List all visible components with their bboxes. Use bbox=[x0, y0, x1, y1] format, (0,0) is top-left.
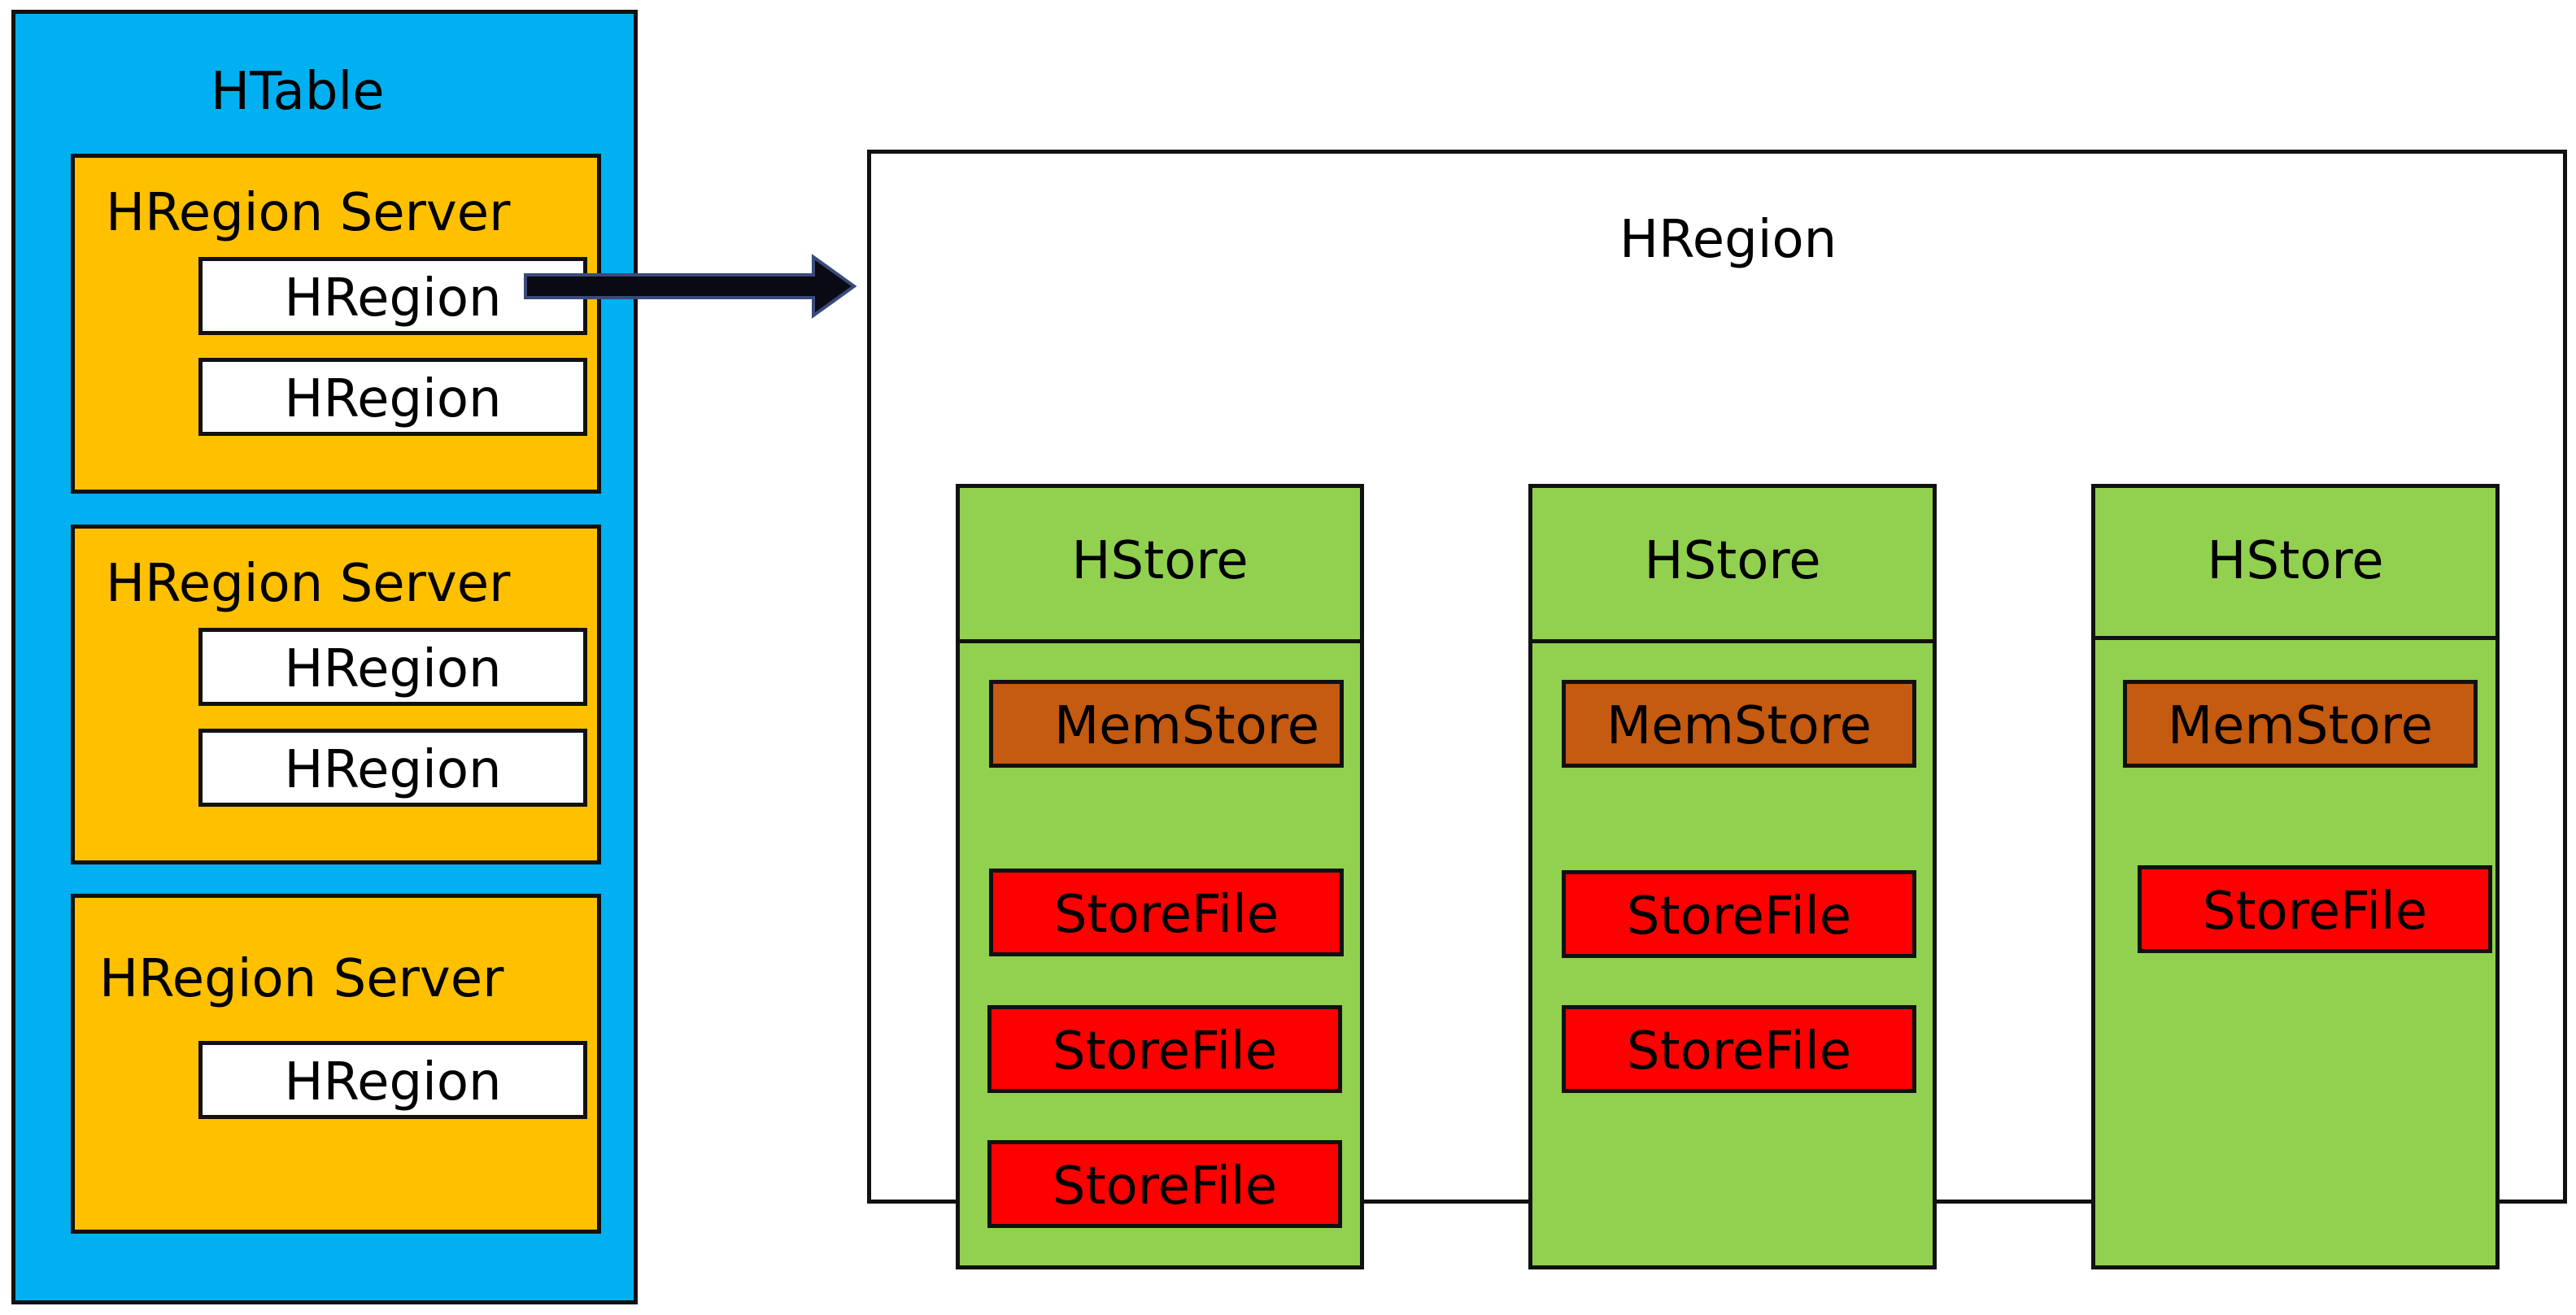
hstore-2-label: HStore bbox=[1644, 531, 1821, 591]
region-label: HRegion bbox=[284, 639, 502, 699]
memstore-label: MemStore bbox=[1053, 696, 1320, 756]
storefile-box: StoreFile bbox=[987, 1005, 1342, 1093]
hstore-divider bbox=[2095, 636, 2495, 640]
hstore-1-label: HStore bbox=[1071, 531, 1249, 591]
hstore-1: HStore MemStore StoreFile StoreFile Stor… bbox=[956, 484, 1364, 1269]
htable-container: HTable HRegion Server HRegion HRegion HR… bbox=[11, 10, 638, 1304]
hstore-divider bbox=[1532, 639, 1933, 643]
arrow-right-icon bbox=[524, 254, 857, 319]
storefile-label: StoreFile bbox=[1052, 1021, 1278, 1082]
hregion-server-2: HRegion Server HRegion HRegion bbox=[71, 525, 601, 864]
hregion-server-1: HRegion Server HRegion HRegion bbox=[71, 154, 601, 494]
hregion-server-3: HRegion Server HRegion bbox=[71, 894, 601, 1234]
region-label: HRegion bbox=[284, 268, 502, 329]
hregion-server-1-region-1: HRegion bbox=[198, 257, 587, 335]
region-label: HRegion bbox=[284, 1052, 502, 1113]
hregion-server-1-region-2: HRegion bbox=[198, 358, 587, 436]
region-label: HRegion bbox=[284, 740, 502, 800]
hregion-server-3-label: HRegion Server bbox=[99, 949, 504, 1009]
hregion-detail-container: HRegion HStore MemStore StoreFile StoreF… bbox=[867, 150, 2567, 1269]
hstore-divider bbox=[960, 639, 1360, 643]
memstore-box: MemStore bbox=[1562, 680, 1916, 768]
storefile-box: StoreFile bbox=[2138, 865, 2492, 953]
region-label: HRegion bbox=[284, 369, 502, 429]
hstore-2: HStore MemStore StoreFile StoreFile bbox=[1528, 484, 1937, 1269]
memstore-label: MemStore bbox=[1606, 696, 1872, 756]
hregion-server-1-label: HRegion Server bbox=[106, 183, 511, 243]
hstore-3: HStore MemStore StoreFile bbox=[2091, 484, 2500, 1269]
memstore-box: MemStore bbox=[2123, 680, 2478, 768]
memstore-box: MemStore bbox=[989, 680, 1344, 768]
storefile-label: StoreFile bbox=[2202, 882, 2428, 942]
hregion-server-2-region-2: HRegion bbox=[198, 729, 587, 807]
storefile-label: StoreFile bbox=[1626, 1021, 1852, 1082]
hregion-server-2-region-1: HRegion bbox=[198, 628, 587, 706]
storefile-box: StoreFile bbox=[1562, 870, 1916, 958]
storefile-box: StoreFile bbox=[989, 869, 1344, 956]
hregion-detail-title: HRegion bbox=[1619, 210, 1837, 270]
storefile-label: StoreFile bbox=[1053, 885, 1279, 945]
htable-title: HTable bbox=[211, 62, 385, 122]
storefile-label: StoreFile bbox=[1052, 1156, 1278, 1217]
hregion-server-2-label: HRegion Server bbox=[106, 554, 511, 614]
storefile-box: StoreFile bbox=[987, 1140, 1342, 1228]
storefile-label: StoreFile bbox=[1626, 886, 1852, 947]
memstore-label: MemStore bbox=[2167, 696, 2434, 756]
hstore-3-label: HStore bbox=[2207, 531, 2384, 591]
storefile-box: StoreFile bbox=[1562, 1005, 1916, 1093]
hregion-server-3-region-1: HRegion bbox=[198, 1041, 587, 1119]
